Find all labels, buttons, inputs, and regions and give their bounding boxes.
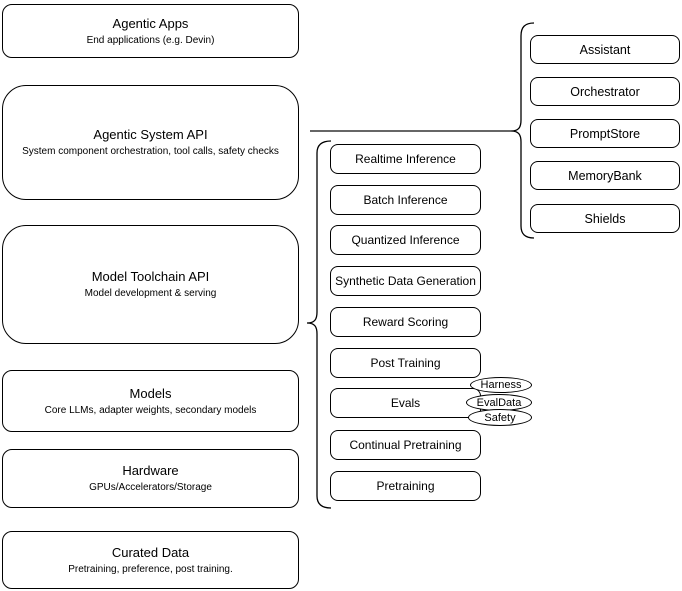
toolchain-item-batch-inference: Batch Inference: [330, 185, 481, 215]
layer-subtitle: Pretraining, preference, post training.: [68, 563, 233, 575]
toolchain-item-quantized-inference: Quantized Inference: [330, 225, 481, 255]
toolchain-item-post-training: Post Training: [330, 348, 481, 378]
layer-subtitle: Core LLMs, adapter weights, secondary mo…: [44, 404, 257, 416]
component-box-orchestrator: Orchestrator: [530, 77, 680, 106]
toolchain-item-realtime-inference: Realtime Inference: [330, 144, 481, 174]
layer-box-hardware: Hardware GPUs/Accelerators/Storage: [2, 449, 299, 508]
layer-title: Curated Data: [111, 544, 190, 560]
component-box-promptstore: PromptStore: [530, 119, 680, 148]
toolchain-item-synthetic-data-generation: Synthetic Data Generation: [330, 266, 481, 296]
toolchain-item-continual-pretraining: Continual Pretraining: [330, 430, 481, 460]
component-box-shields: Shields: [530, 204, 680, 233]
layer-subtitle: End applications (e.g. Devin): [86, 34, 215, 46]
toolchain-item-reward-scoring: Reward Scoring: [330, 307, 481, 337]
layer-box-model-toolchain-api: Model Toolchain API Model development & …: [2, 225, 299, 344]
layer-box-models: Models Core LLMs, adapter weights, secon…: [2, 370, 299, 432]
layer-title: Agentic System API: [93, 127, 208, 142]
layer-box-agentic-system-api: Agentic System API System component orch…: [2, 85, 299, 200]
layer-title: Hardware: [122, 463, 179, 478]
eval-tag-safety: Safety: [468, 409, 532, 426]
component-box-memorybank: MemoryBank: [530, 161, 680, 190]
layer-title: Agentic Apps: [112, 15, 189, 31]
layer-box-curated-data: Curated Data Pretraining, preference, po…: [2, 531, 299, 589]
layer-title: Models: [129, 385, 172, 401]
toolchain-item-pretraining: Pretraining: [330, 471, 481, 501]
layer-box-agentic-apps: Agentic Apps End applications (e.g. Devi…: [2, 4, 299, 58]
layer-subtitle: GPUs/Accelerators/Storage: [89, 482, 212, 493]
layer-subtitle: Model development & serving: [84, 288, 217, 299]
toolchain-brace: [306, 140, 332, 509]
toolchain-item-evals: Evals: [330, 388, 481, 418]
layer-title: Model Toolchain API: [91, 269, 210, 284]
component-box-assistant: Assistant: [530, 35, 680, 64]
eval-tag-harness: Harness: [470, 377, 532, 393]
layer-subtitle: System component orchestration, tool cal…: [22, 146, 279, 157]
